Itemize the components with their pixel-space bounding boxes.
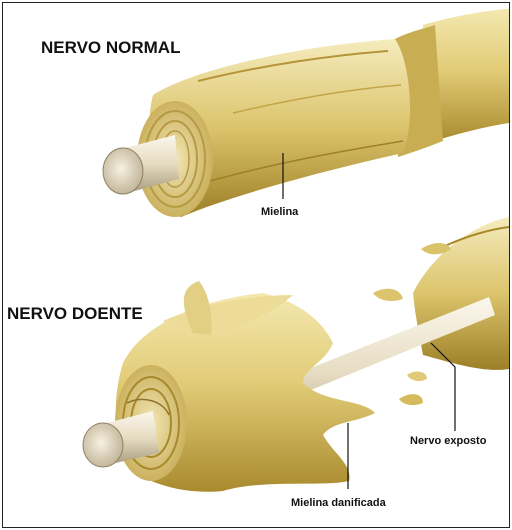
nerve-illustration: NERVO NORMAL NERVO DOENTE Mielina Nervo … xyxy=(3,3,509,527)
myelin-fragment xyxy=(407,372,427,382)
myelin-fragment xyxy=(399,394,423,405)
normal-nerve-title: NERVO NORMAL xyxy=(41,38,180,57)
damaged-myelin-label: Mielina danificada xyxy=(291,497,387,509)
normal-axon-end xyxy=(103,148,143,194)
myelin-label: Mielina xyxy=(261,206,299,218)
exposed-nerve-label: Nervo exposto xyxy=(410,435,487,447)
diseased-nerve xyxy=(83,217,509,492)
diseased-axon-end xyxy=(83,423,123,467)
diseased-nerve-title: NERVO DOENTE xyxy=(7,304,143,323)
myelin-fragment xyxy=(373,289,403,301)
